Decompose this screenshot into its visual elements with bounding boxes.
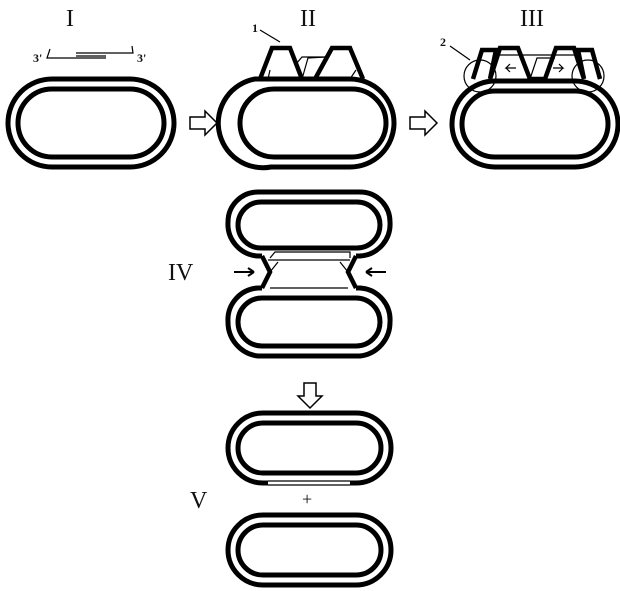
stage-label-iii: III <box>520 6 544 32</box>
arrow-right-icon <box>553 63 565 73</box>
stage-i-plasmid <box>5 76 177 170</box>
arrow-left-icon <box>365 267 386 277</box>
crossover-circle-right <box>571 59 605 93</box>
stage-label-ii: II <box>300 6 316 32</box>
marker-1-line <box>259 29 281 43</box>
stage-ii-plasmid <box>215 45 397 171</box>
arrow-right-icon <box>234 267 255 277</box>
stage-i-dna-fragment <box>46 45 134 59</box>
plus-sign: + <box>302 489 312 509</box>
arrow-right-icon <box>409 109 439 137</box>
stage-iii-plasmid <box>449 45 620 170</box>
arrow-left-icon <box>504 63 516 73</box>
stage-label-iv: IV <box>168 260 194 286</box>
arrow-right-icon <box>189 109 219 137</box>
arrow-down-icon <box>296 382 324 410</box>
three-prime-right: 3' <box>137 51 146 65</box>
stage-v-plasmid-2 <box>225 512 394 588</box>
marker-1-label: 1 <box>252 21 258 35</box>
stage-v-plasmid-1 <box>225 410 394 486</box>
stage-label-v: V <box>190 488 208 514</box>
crossover-circle-left <box>463 59 497 93</box>
stage-label-i: I <box>66 6 74 32</box>
stage-iv-holliday-junction <box>225 189 393 359</box>
three-prime-left: 3' <box>33 51 42 65</box>
marker-2-label: 2 <box>440 35 446 49</box>
marker-2-line <box>449 45 471 61</box>
